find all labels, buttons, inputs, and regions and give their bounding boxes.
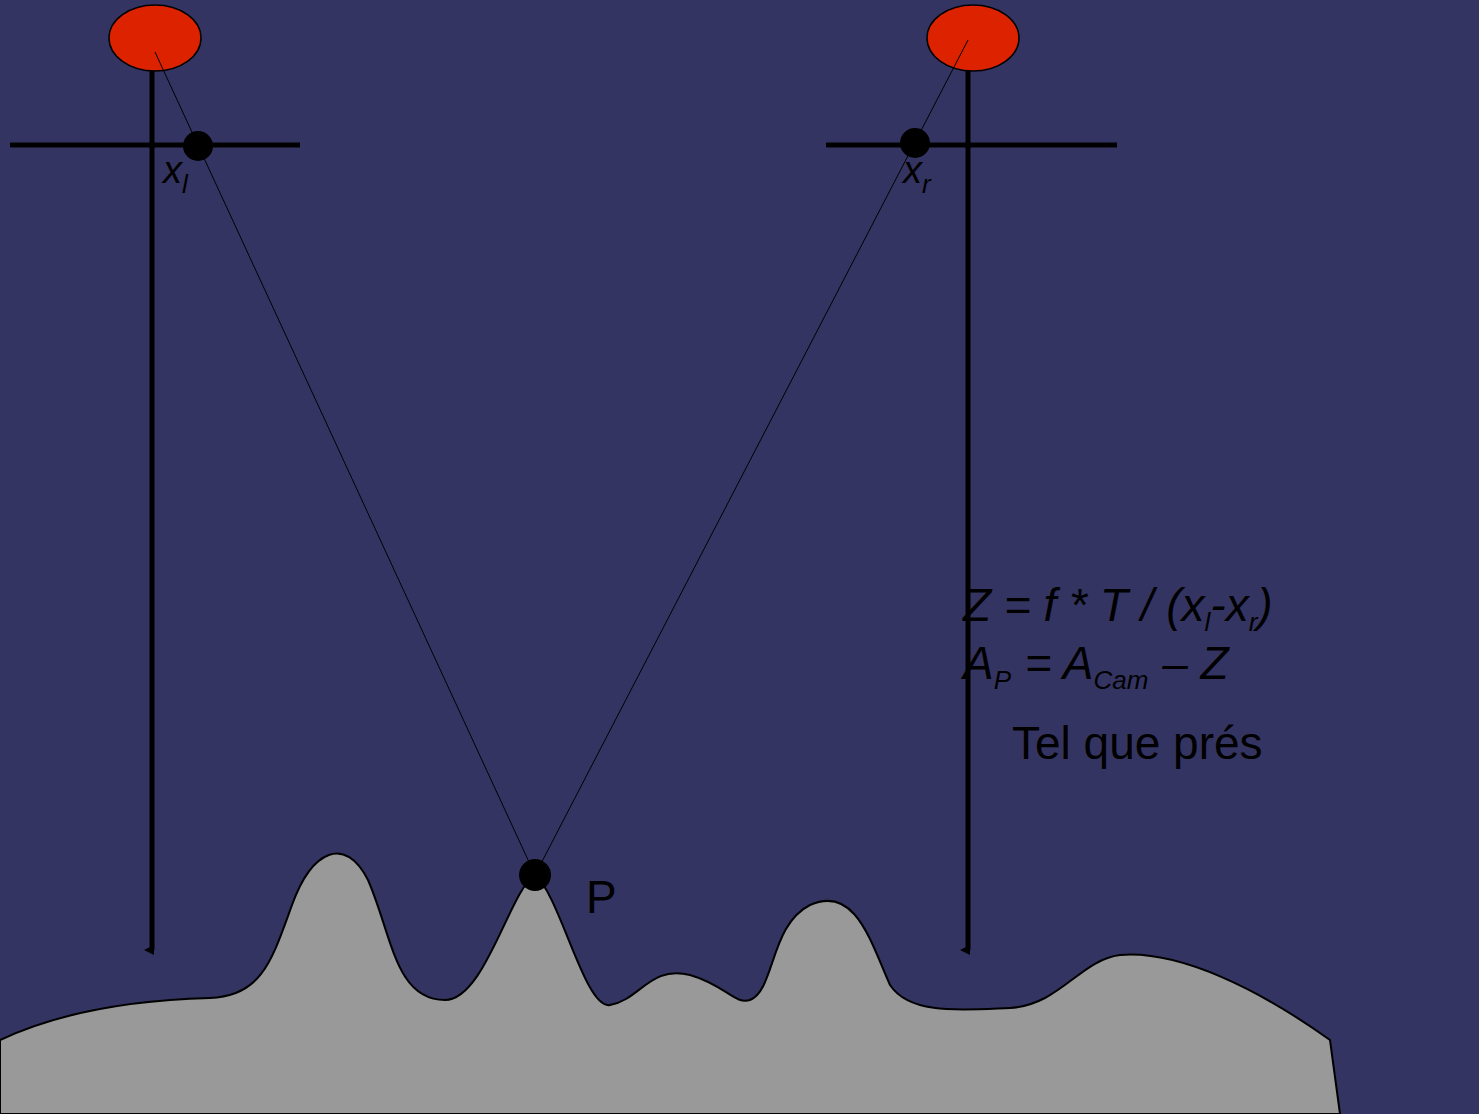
label-text: -x bbox=[1210, 579, 1248, 631]
label-text: P bbox=[586, 871, 617, 923]
ray bbox=[535, 40, 968, 875]
image-plane bbox=[10, 143, 300, 148]
subscript: l bbox=[182, 169, 188, 199]
image-point bbox=[183, 131, 213, 161]
label-text: Z = f * T / (x bbox=[963, 579, 1205, 631]
formula-line: Z = f * T / (xl-xr) bbox=[963, 578, 1273, 639]
subscript: l bbox=[1205, 607, 1211, 637]
subscript: P bbox=[994, 665, 1011, 695]
optical-axis bbox=[150, 38, 155, 950]
subscript: Cam bbox=[1093, 665, 1148, 695]
formula-line: xr bbox=[903, 148, 931, 201]
formula-line: P bbox=[586, 870, 617, 925]
formula-line: Tel que prés bbox=[1012, 716, 1263, 771]
terrain bbox=[0, 854, 1340, 1114]
camera bbox=[109, 5, 201, 71]
formula-line: xl bbox=[163, 148, 188, 201]
label-text: ) bbox=[1257, 579, 1272, 631]
subscript: r bbox=[1249, 607, 1258, 637]
label-text: x bbox=[163, 149, 182, 191]
image-plane bbox=[826, 143, 1117, 148]
subscript: r bbox=[922, 169, 931, 199]
camera bbox=[927, 5, 1019, 71]
ground-point bbox=[519, 859, 551, 891]
formula-line: AP = ACam – Z bbox=[963, 636, 1229, 697]
label-text: Tel que prés bbox=[1012, 717, 1263, 769]
label-text: = A bbox=[1025, 637, 1094, 689]
optical-axis bbox=[966, 38, 971, 950]
label-text: A bbox=[963, 637, 994, 689]
ray bbox=[155, 52, 535, 875]
label-text: x bbox=[903, 149, 922, 191]
label-text: – Z bbox=[1162, 637, 1228, 689]
